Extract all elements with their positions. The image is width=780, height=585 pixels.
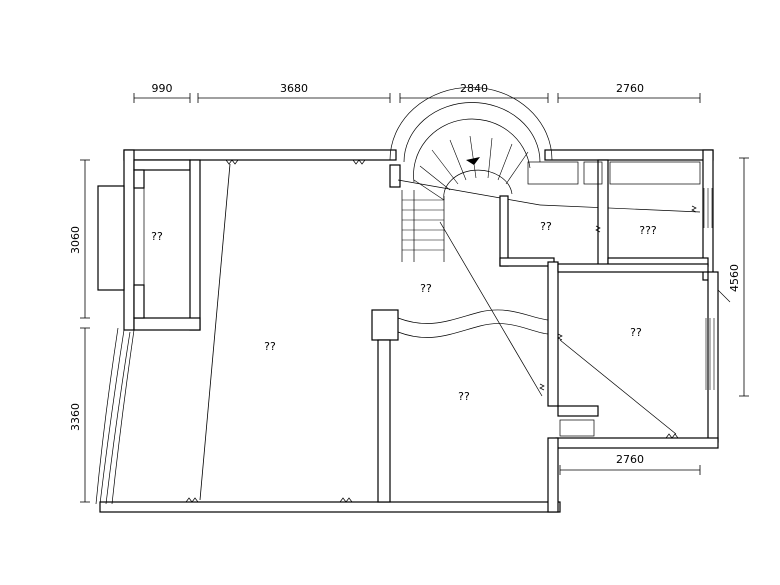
label-right-room: ??: [630, 326, 642, 339]
dim-top-2: 3680: [280, 82, 308, 95]
right-windows: [703, 188, 731, 390]
dim-left-2: 3360: [69, 403, 82, 431]
label-main-room: ??: [264, 340, 276, 353]
fixture-marks: [185, 159, 366, 503]
dimension-lines: [80, 93, 749, 503]
label-lower-room: ??: [458, 390, 470, 403]
central-partition: [371, 309, 399, 503]
curved-left-wall: [95, 327, 135, 505]
dim-top-3: 2840: [460, 82, 488, 95]
dim-right-1: 4560: [728, 264, 741, 292]
dim-top-1: 990: [152, 82, 173, 95]
dim-top-4: 2760: [616, 82, 644, 95]
left-room: [133, 159, 201, 331]
right-room: [547, 261, 709, 437]
label-hall: ??: [420, 282, 432, 295]
hall-lines: [397, 179, 701, 435]
small-rooms: [499, 159, 709, 269]
main-room-diagonal: [199, 163, 231, 501]
wall-fixtures: [539, 205, 697, 439]
dim-inner-bottom: 2760: [616, 453, 644, 466]
label-small-room-a: ??: [540, 220, 552, 233]
label-small-room-b: ???: [639, 224, 657, 237]
label-left-room: ??: [151, 230, 163, 243]
wavy-duct: [397, 309, 549, 338]
outer-walls: [97, 149, 719, 513]
dim-left-1: 3060: [69, 226, 82, 254]
